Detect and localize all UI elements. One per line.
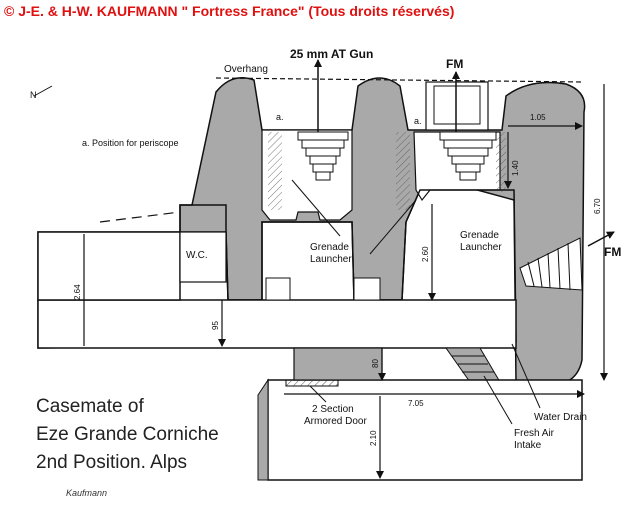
dimension-lines	[83, 84, 608, 479]
dim-105: 1.05	[530, 113, 546, 122]
water-drain-label: Water Drain	[534, 412, 587, 423]
fm-top-label: FM	[446, 57, 463, 71]
dim-80: 80	[371, 359, 380, 368]
copyright-notice: © J-E. & H-W. KAUFMANN " Fortress France…	[4, 3, 455, 19]
lower-corridor	[37, 299, 517, 349]
gun-label: 25 mm AT Gun	[290, 47, 373, 61]
dim-705: 7.05	[408, 399, 424, 408]
title-line-2: Eze Grande Corniche	[36, 424, 219, 445]
overhang-line	[215, 77, 585, 83]
left-dashed-wall	[99, 211, 181, 223]
fm-embrasure-box	[425, 81, 489, 131]
periscope-hatch-right	[496, 132, 506, 192]
leader-water-drain	[511, 343, 541, 409]
leader-fresh-air	[483, 375, 513, 425]
fresh-air-label-1: Fresh Air	[514, 428, 555, 439]
dim-95: 95	[211, 321, 220, 330]
periscope-hatch-left	[268, 132, 282, 210]
dim-670: 6.70	[593, 198, 602, 214]
dim-140: 1.40	[511, 160, 520, 176]
fresh-air-label-2: Intake	[514, 440, 542, 451]
door-label-1: 2 Section	[312, 404, 354, 415]
wc-room	[179, 231, 227, 283]
signature: Kaufmann	[66, 488, 107, 498]
title-line-3: 2nd Position. Alps	[36, 452, 187, 473]
dim-264: 2.64	[73, 284, 82, 300]
armored-door	[285, 379, 339, 387]
right-stepped-embrasure	[439, 131, 497, 181]
dim-210: 2.10	[369, 430, 378, 446]
fm-right-label: FM	[604, 245, 621, 259]
north-label: N	[30, 90, 37, 100]
grenade-left-label-1: Grenade	[310, 242, 349, 253]
grenade-right-label-1: Grenade	[460, 230, 499, 241]
dim-260: 2.60	[421, 246, 430, 262]
lower-stairs	[445, 347, 501, 383]
leader-grenade-left	[291, 179, 341, 237]
wc-fixture	[265, 277, 291, 301]
grenade-left-label-2: Launcher	[310, 254, 352, 265]
fm-arrow-right	[587, 231, 615, 247]
overhang-label: Overhang	[224, 64, 268, 75]
right-stairs	[519, 237, 583, 291]
door-label-2: Armored Door	[304, 416, 367, 427]
entrance-wall	[293, 347, 383, 381]
leader-grenade-right	[369, 199, 417, 255]
fm-embrasure-inner	[433, 85, 481, 125]
a-label-right: a.	[414, 116, 422, 126]
a-label-left: a.	[276, 112, 284, 122]
left-stepped-embrasure	[297, 131, 349, 181]
interior-outline	[37, 189, 517, 349]
wc-label: W.C.	[186, 250, 208, 261]
grenade-right-label-2: Launcher	[460, 242, 502, 253]
periscope-hatch-mid	[396, 132, 410, 210]
title-line-1: Casemate of	[36, 396, 144, 417]
north-arrow	[33, 85, 53, 97]
periscope-note: a. Position for periscope	[82, 138, 179, 148]
left-wall-rect	[37, 231, 181, 301]
entrance-left-wall	[257, 378, 269, 481]
fixture-box-mid	[353, 277, 381, 301]
